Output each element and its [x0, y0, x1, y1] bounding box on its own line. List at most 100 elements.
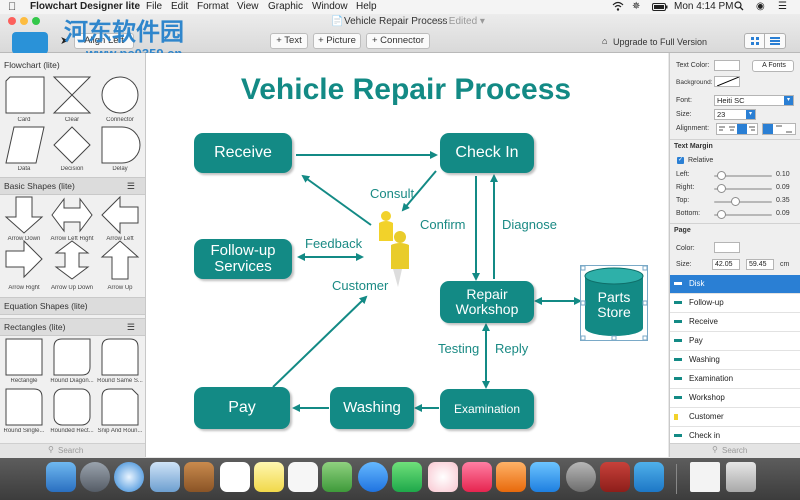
clear-shape[interactable]: [52, 76, 92, 114]
fonts-button[interactable]: A Fonts: [752, 60, 794, 72]
notes-icon[interactable]: [254, 462, 284, 492]
label-testing[interactable]: Testing: [438, 341, 480, 356]
node-parts-store[interactable]: Parts Store: [580, 265, 648, 341]
card-shape[interactable]: [5, 76, 45, 114]
maps-icon[interactable]: [322, 462, 352, 492]
node-check-in[interactable]: Check In: [440, 133, 534, 173]
close-window-button[interactable]: [8, 17, 16, 25]
font-size-field[interactable]: 23 ▾: [714, 109, 756, 120]
flowchart-designer-icon[interactable]: [634, 462, 664, 492]
margin-left-value[interactable]: 0.10: [776, 171, 790, 178]
snip-and-round-shape[interactable]: [101, 388, 139, 426]
safari-icon[interactable]: [114, 462, 144, 492]
relative-checkbox[interactable]: ✓: [677, 157, 684, 164]
dictionary-icon[interactable]: [600, 462, 630, 492]
label-feedback[interactable]: Feedback: [305, 236, 363, 251]
menu-edit[interactable]: Edit: [171, 1, 189, 12]
menu-graphic[interactable]: Graphic: [268, 1, 304, 12]
menu-clock[interactable]: Mon 4:14 PM: [674, 1, 734, 12]
margin-right-slider-knob[interactable]: [717, 184, 726, 193]
document-icon[interactable]: [690, 462, 720, 492]
library-search-field[interactable]: ⚲ Search: [0, 443, 145, 458]
margin-bottom-slider-knob[interactable]: [717, 210, 726, 219]
customer-icon[interactable]: [374, 209, 416, 289]
photos-icon[interactable]: [428, 462, 458, 492]
menu-app-name[interactable]: Flowchart Designer lite: [30, 1, 141, 12]
zoom-window-button[interactable]: [32, 17, 40, 25]
minimize-window-button[interactable]: [20, 17, 28, 25]
menu-view[interactable]: View: [237, 1, 259, 12]
diagram-canvas[interactable]: Vehicle Repair Process Receive Check In …: [146, 53, 668, 457]
trash-icon[interactable]: [726, 462, 756, 492]
round-single-shape[interactable]: [5, 388, 43, 426]
arrow-right-shape[interactable]: [5, 239, 43, 279]
add-text-button[interactable]: + Text: [270, 33, 308, 49]
layer-item[interactable]: Disk: [670, 275, 800, 294]
arrow-left-shape[interactable]: [101, 195, 139, 235]
arrow-customer-to-receive[interactable]: [301, 174, 372, 226]
decision-shape[interactable]: [53, 126, 91, 164]
rectangles-section-header[interactable]: Rectangles (lite) ☰: [0, 318, 145, 336]
messages-icon[interactable]: [358, 462, 388, 492]
wifi-icon[interactable]: [612, 1, 624, 14]
bluetooth-icon[interactable]: ✵: [632, 1, 641, 12]
launchpad-icon[interactable]: [80, 462, 110, 492]
system-preferences-icon[interactable]: [566, 462, 596, 492]
layer-item[interactable]: Customer: [670, 408, 800, 427]
arrow-checkin-to-customer[interactable]: [401, 170, 437, 212]
margin-left-slider-knob[interactable]: [717, 171, 726, 180]
layer-item[interactable]: Receive: [670, 313, 800, 332]
menu-format[interactable]: Format: [197, 1, 229, 12]
label-reply[interactable]: Reply: [495, 341, 529, 356]
label-confirm[interactable]: Confirm: [420, 217, 466, 232]
notification-center-icon[interactable]: ☰: [778, 1, 787, 12]
vertical-alignment-control[interactable]: [762, 123, 796, 135]
app-store-icon[interactable]: [530, 462, 560, 492]
arrow-up-down-shape[interactable]: [54, 240, 90, 280]
siri-icon[interactable]: ◉: [756, 1, 765, 12]
round-same-side-shape[interactable]: [101, 338, 139, 376]
margin-bottom-slider[interactable]: [714, 214, 772, 216]
flowchart-section-header[interactable]: Flowchart (lite): [0, 57, 145, 73]
list-view-button[interactable]: [764, 33, 786, 49]
arrow-down-shape[interactable]: [4, 196, 44, 234]
mail-icon[interactable]: [150, 462, 180, 492]
font-select[interactable]: Heiti SC ▾: [714, 95, 794, 106]
apple-icon[interactable]: : [8, 1, 16, 13]
text-color-well[interactable]: [714, 60, 740, 71]
add-picture-button[interactable]: + Picture: [313, 33, 361, 49]
node-washing[interactable]: Washing: [330, 387, 414, 429]
spotlight-icon[interactable]: [734, 1, 744, 14]
ibooks-icon[interactable]: [496, 462, 526, 492]
page-width-field[interactable]: 42.05: [712, 259, 740, 270]
grid-view-button[interactable]: [744, 33, 766, 49]
diagram-title[interactable]: Vehicle Repair Process: [240, 73, 572, 106]
label-diagnose[interactable]: Diagnose: [502, 217, 557, 232]
layer-item[interactable]: Washing: [670, 351, 800, 370]
background-color-well[interactable]: [714, 76, 740, 87]
label-consult[interactable]: Consult: [370, 186, 415, 201]
edited-indicator[interactable]: — Edited ▾: [436, 16, 485, 27]
layers-search-field[interactable]: ⚲ Search: [670, 443, 800, 458]
margin-right-slider[interactable]: [714, 188, 772, 190]
delay-shape[interactable]: [101, 126, 141, 164]
finder-icon[interactable]: [46, 462, 76, 492]
layer-item[interactable]: Follow-up: [670, 294, 800, 313]
arrow-pay-to-customer[interactable]: [272, 295, 368, 388]
layer-item[interactable]: Workshop: [670, 389, 800, 408]
margin-bottom-value[interactable]: 0.09: [776, 210, 790, 217]
label-customer[interactable]: Customer: [332, 278, 389, 293]
basic-shapes-section-header[interactable]: Basic Shapes (lite) ☰: [0, 177, 145, 195]
round-diagonal-shape[interactable]: [53, 338, 91, 376]
menu-file[interactable]: File: [146, 1, 163, 12]
align-left-button[interactable]: Align Left: [74, 33, 134, 49]
node-repair-workshop[interactable]: Repair Workshop: [440, 281, 534, 323]
add-connector-button[interactable]: + Connector: [366, 33, 430, 49]
page-color-well[interactable]: [714, 242, 740, 253]
arrow-up-shape[interactable]: [100, 240, 140, 280]
rectangle-shape[interactable]: [5, 338, 43, 376]
hamburger-icon[interactable]: ☰: [126, 322, 135, 332]
arrow-left-right-shape[interactable]: [51, 197, 93, 233]
contacts-icon[interactable]: [184, 462, 214, 492]
data-shape[interactable]: [5, 126, 45, 164]
